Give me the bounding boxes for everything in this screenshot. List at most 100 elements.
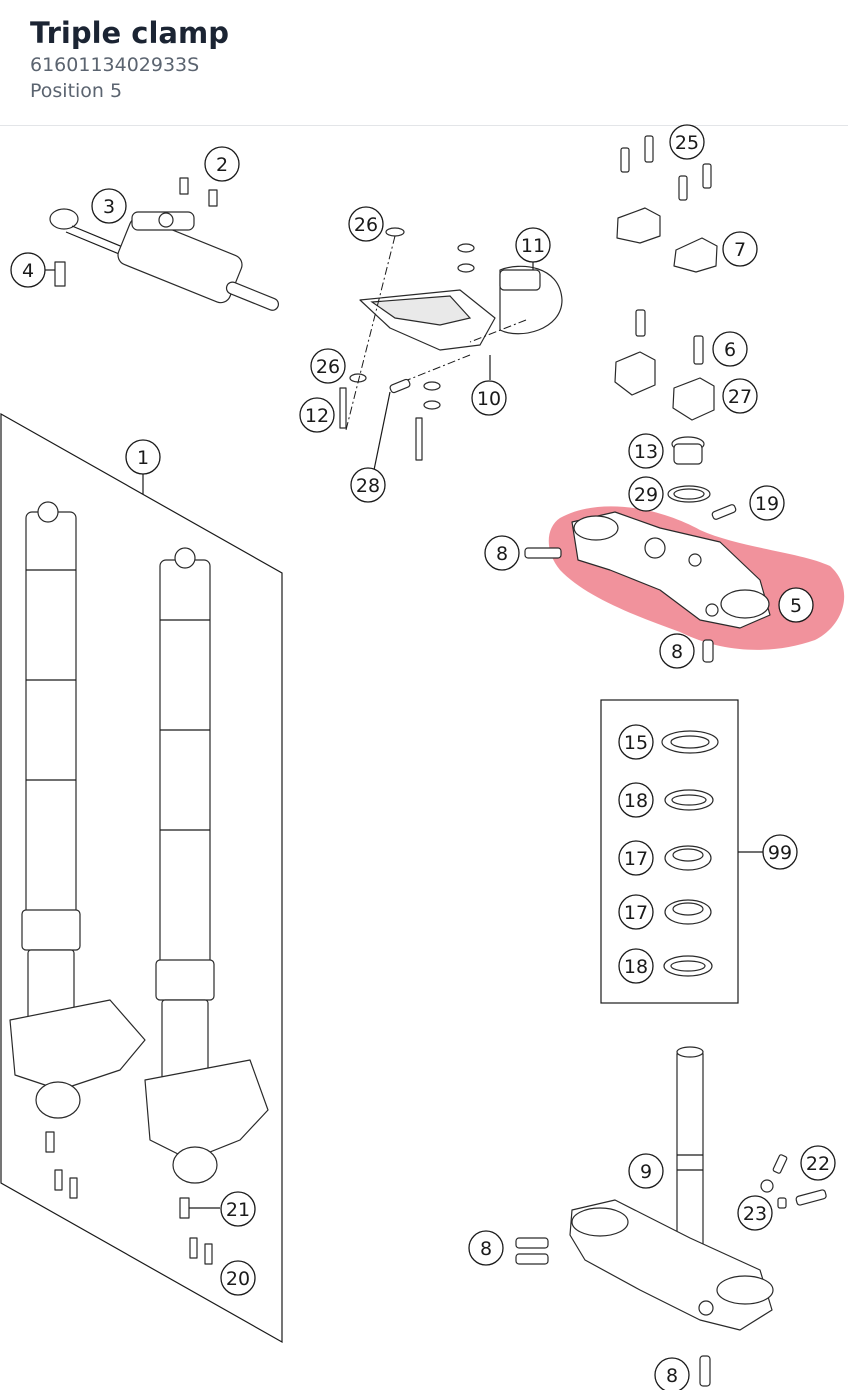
callout-21[interactable]: 21 (220, 1191, 256, 1227)
bolt-icon (45, 1131, 55, 1153)
callout-8[interactable]: 8 (484, 535, 520, 571)
callout-label: 8 (480, 1238, 492, 1260)
callout-12[interactable]: 12 (299, 397, 335, 433)
callout-label: 21 (226, 1199, 250, 1221)
page-header: Triple clamp 6160113402933S Position 5 (0, 0, 848, 126)
callout-6[interactable]: 6 (712, 331, 748, 367)
callout-26[interactable]: 26 (310, 348, 346, 384)
callout-label: 5 (790, 595, 802, 617)
callout-label: 18 (624, 790, 648, 812)
left-fork-seal (21, 909, 81, 951)
callout-label: 27 (728, 386, 752, 408)
callout-label: 8 (496, 543, 508, 565)
bolt-icon (699, 1355, 711, 1387)
lower-triple-clamp (515, 1046, 827, 1387)
callout-13[interactable]: 13 (628, 433, 664, 469)
callout-18[interactable]: 18 (618, 948, 654, 984)
callout-5[interactable]: 5 (778, 587, 814, 623)
callout-26[interactable]: 26 (348, 206, 384, 242)
callout-label: 15 (624, 732, 648, 754)
bolt-icon (515, 1253, 549, 1265)
callout-label: 4 (22, 260, 34, 282)
callout-label: 11 (521, 235, 545, 257)
callout-label: 26 (354, 214, 378, 236)
callout-label: 2 (216, 154, 228, 176)
right-fork-seal (155, 959, 215, 1001)
bolt-icon (54, 1169, 63, 1191)
callout-label: 1 (137, 447, 149, 469)
callout-label: 17 (624, 902, 648, 924)
callout-label: 26 (316, 356, 340, 378)
bolt-icon (204, 1243, 213, 1265)
left-caliper-mount (9, 999, 146, 1091)
callout-19[interactable]: 19 (749, 485, 785, 521)
upper-triple-clamp (524, 511, 771, 663)
left-axle-clamp (35, 1081, 81, 1119)
callout-label: 23 (743, 1203, 767, 1225)
callout-27[interactable]: 27 (722, 378, 758, 414)
callout-label: 13 (634, 441, 658, 463)
callout-2[interactable]: 2 (204, 146, 240, 182)
callout-label: 18 (624, 956, 648, 978)
right-axle-clamp (172, 1146, 218, 1184)
callout-label: 10 (477, 388, 501, 410)
callout-15[interactable]: 15 (618, 724, 654, 760)
callout-label: 25 (675, 132, 699, 154)
part-number: 6160113402933S (30, 54, 200, 76)
callout-8[interactable]: 8 (659, 633, 695, 669)
bolt-icon (179, 1197, 190, 1219)
callout-7[interactable]: 7 (722, 231, 758, 267)
bearing-kit (600, 699, 764, 1004)
steering-damper (45, 177, 279, 311)
callout-label: 28 (356, 475, 380, 497)
fork-assembly (0, 412, 283, 1344)
callout-18[interactable]: 18 (618, 782, 654, 818)
right-fork-cap (174, 547, 196, 569)
callout-4[interactable]: 4 (10, 252, 46, 288)
callout-23[interactable]: 23 (737, 1195, 773, 1231)
callout-label: 12 (305, 405, 329, 427)
callout-3[interactable]: 3 (91, 188, 127, 224)
callout-28[interactable]: 28 (350, 467, 386, 503)
bolt-icon (515, 1237, 549, 1249)
callout-label: 99 (768, 842, 792, 864)
left-fork-cap (37, 501, 59, 523)
page-title: Triple clamp (30, 16, 229, 50)
callout-9[interactable]: 9 (628, 1153, 664, 1189)
callout-11[interactable]: 11 (515, 227, 551, 263)
callout-label: 8 (666, 1365, 678, 1387)
callout-17[interactable]: 17 (618, 894, 654, 930)
bolt-icon (702, 639, 714, 663)
callout-20[interactable]: 20 (220, 1260, 256, 1296)
position-label: Position 5 (30, 80, 123, 102)
callout-8[interactable]: 8 (468, 1230, 504, 1266)
fork-frame (0, 412, 283, 1344)
callout-label: 17 (624, 848, 648, 870)
callout-label: 7 (734, 239, 746, 261)
bolt-icon (524, 547, 562, 559)
right-caliper-mount (144, 1059, 269, 1161)
callout-99[interactable]: 99 (762, 834, 798, 870)
callout-label: 9 (640, 1161, 652, 1183)
callout-8[interactable]: 8 (654, 1357, 690, 1390)
callout-25[interactable]: 25 (669, 124, 705, 160)
callout-label: 22 (806, 1153, 830, 1175)
right-fork-tube (159, 559, 211, 971)
callout-22[interactable]: 22 (800, 1145, 836, 1181)
callout-label: 6 (724, 339, 736, 361)
bolt-icon (69, 1177, 78, 1199)
callout-1[interactable]: 1 (125, 439, 161, 475)
left-fork-tube (25, 511, 77, 923)
upper-clamps (614, 135, 737, 520)
callout-label: 3 (103, 196, 115, 218)
callout-label: 29 (634, 484, 658, 506)
callout-10[interactable]: 10 (471, 380, 507, 416)
bolt-icon (189, 1237, 198, 1259)
callout-17[interactable]: 17 (618, 840, 654, 876)
upper-bracket (339, 227, 563, 471)
callout-label: 19 (755, 493, 779, 515)
callout-29[interactable]: 29 (628, 476, 664, 512)
callout-label: 8 (671, 641, 683, 663)
callout-label: 20 (226, 1268, 250, 1290)
